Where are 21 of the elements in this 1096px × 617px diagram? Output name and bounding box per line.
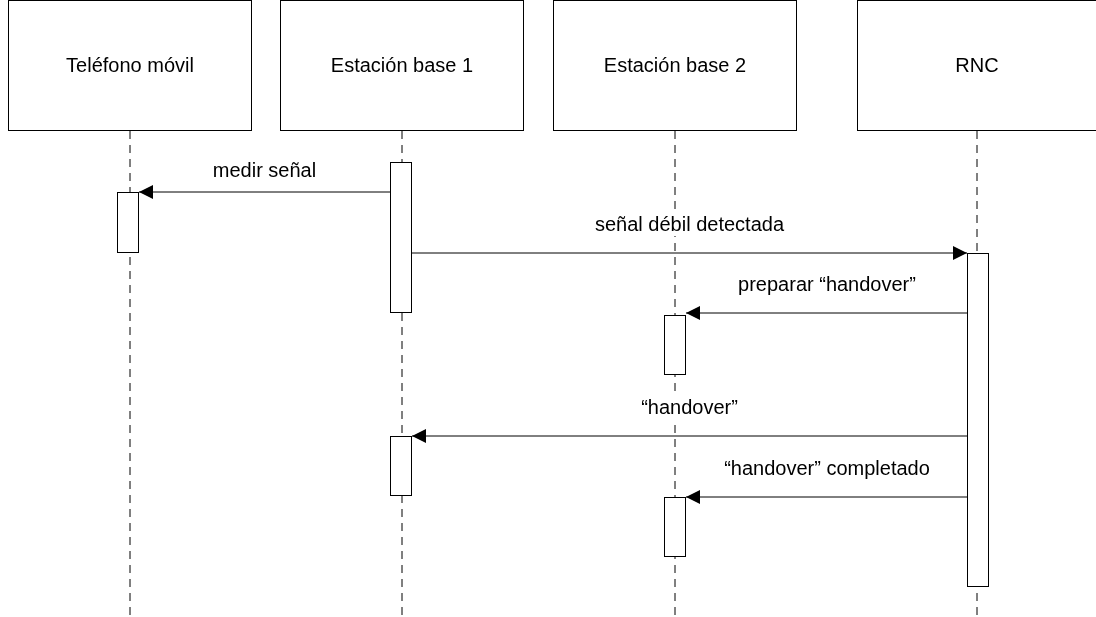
participant-name: Estación base 2 xyxy=(603,54,747,77)
participant-box xyxy=(857,0,1096,131)
activation-bar xyxy=(390,162,412,313)
message-arrow xyxy=(411,429,968,443)
participant-name: Estación base 1 xyxy=(330,54,474,77)
activation-bar xyxy=(967,253,989,587)
message-arrow xyxy=(685,306,968,320)
message-arrow xyxy=(138,185,391,199)
participant-name: Teléfono móvil xyxy=(66,54,194,77)
participant-name: RNC xyxy=(955,54,999,77)
activation-bar xyxy=(390,436,412,496)
participant-box xyxy=(8,0,252,131)
participant-box xyxy=(553,0,797,131)
message-label: “handover” xyxy=(639,395,740,419)
activation-bar xyxy=(117,192,139,253)
message-label: señal débil detectada xyxy=(593,212,786,236)
message-arrow xyxy=(685,490,968,504)
participant-box xyxy=(280,0,524,131)
activation-bar xyxy=(664,315,686,375)
activation-bar xyxy=(664,497,686,557)
message-arrow xyxy=(411,246,968,260)
